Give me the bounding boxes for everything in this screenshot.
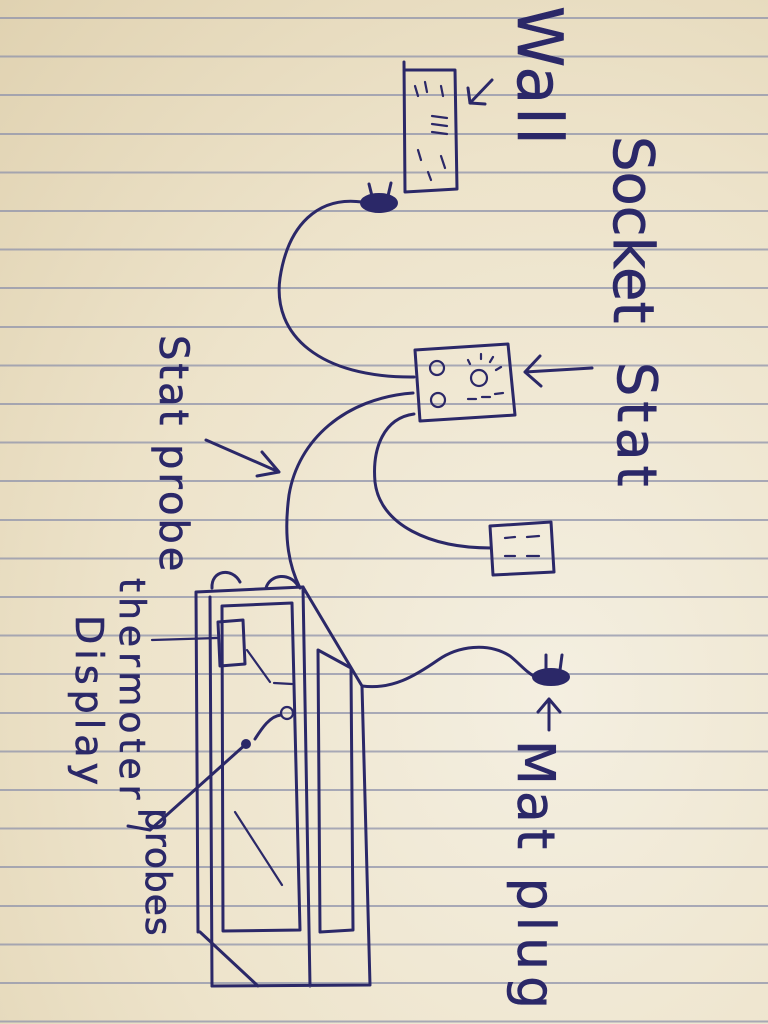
thermometer-display-leader <box>150 636 219 642</box>
stat-outlet-slots <box>503 534 541 558</box>
label-thermoter: thermoter <box>111 578 152 804</box>
thermometer-display <box>216 618 247 668</box>
vivarium-side <box>198 585 372 988</box>
vivarium-lid-handle-1 <box>210 571 242 590</box>
label-mat-plug: Mat plug <box>505 740 565 1015</box>
stat-outlet-outline <box>488 520 556 577</box>
mat-plug-arrow <box>536 697 562 732</box>
thermostat-box <box>413 342 517 423</box>
mat-plug <box>532 653 570 686</box>
label-socket: Socket <box>600 136 665 323</box>
wall-socket-arrow <box>466 78 494 106</box>
vivarium-glass-reflection <box>233 810 284 887</box>
label-probes: probes <box>137 808 178 937</box>
vivarium-side-panel <box>316 648 355 934</box>
heat-mat-cable <box>360 645 538 689</box>
label-stat: Stat <box>605 362 668 492</box>
probe-head-1 <box>279 705 295 721</box>
vivarium-front-outer <box>194 585 305 988</box>
thermostat-dial-marks <box>466 352 505 401</box>
vivarium-lid-handle-2 <box>264 575 300 590</box>
stat-outlet <box>488 520 556 577</box>
stat-plug-prongs <box>367 181 393 198</box>
label-display: Display <box>67 615 111 790</box>
stat-plug-body <box>360 193 398 213</box>
probes-leader <box>126 742 248 832</box>
probe-wire <box>253 713 283 741</box>
stat-arrow <box>523 354 594 388</box>
mat-plug-body <box>532 668 570 686</box>
mat-plug-prongs <box>544 653 564 672</box>
stat-outlet-cable <box>373 412 493 550</box>
vivarium-front-inner <box>220 601 302 933</box>
wall-socket-holes <box>413 80 449 182</box>
stat-probe-cable <box>285 391 415 590</box>
thermometer-wire <box>245 648 294 686</box>
stat-power-cable <box>277 199 416 379</box>
wall-socket-outline <box>402 60 459 194</box>
label-wall: Wall <box>503 6 576 148</box>
thermostat-dial <box>469 368 489 388</box>
thermostat-outline <box>413 342 517 423</box>
stat-plug <box>360 181 398 213</box>
label-stat-probe: Stat probe <box>150 335 196 574</box>
thermostat-socket-1 <box>428 359 446 377</box>
stat-probe-arrow <box>204 438 281 478</box>
thermostat-socket-2 <box>429 391 447 409</box>
wall-socket <box>402 60 459 194</box>
